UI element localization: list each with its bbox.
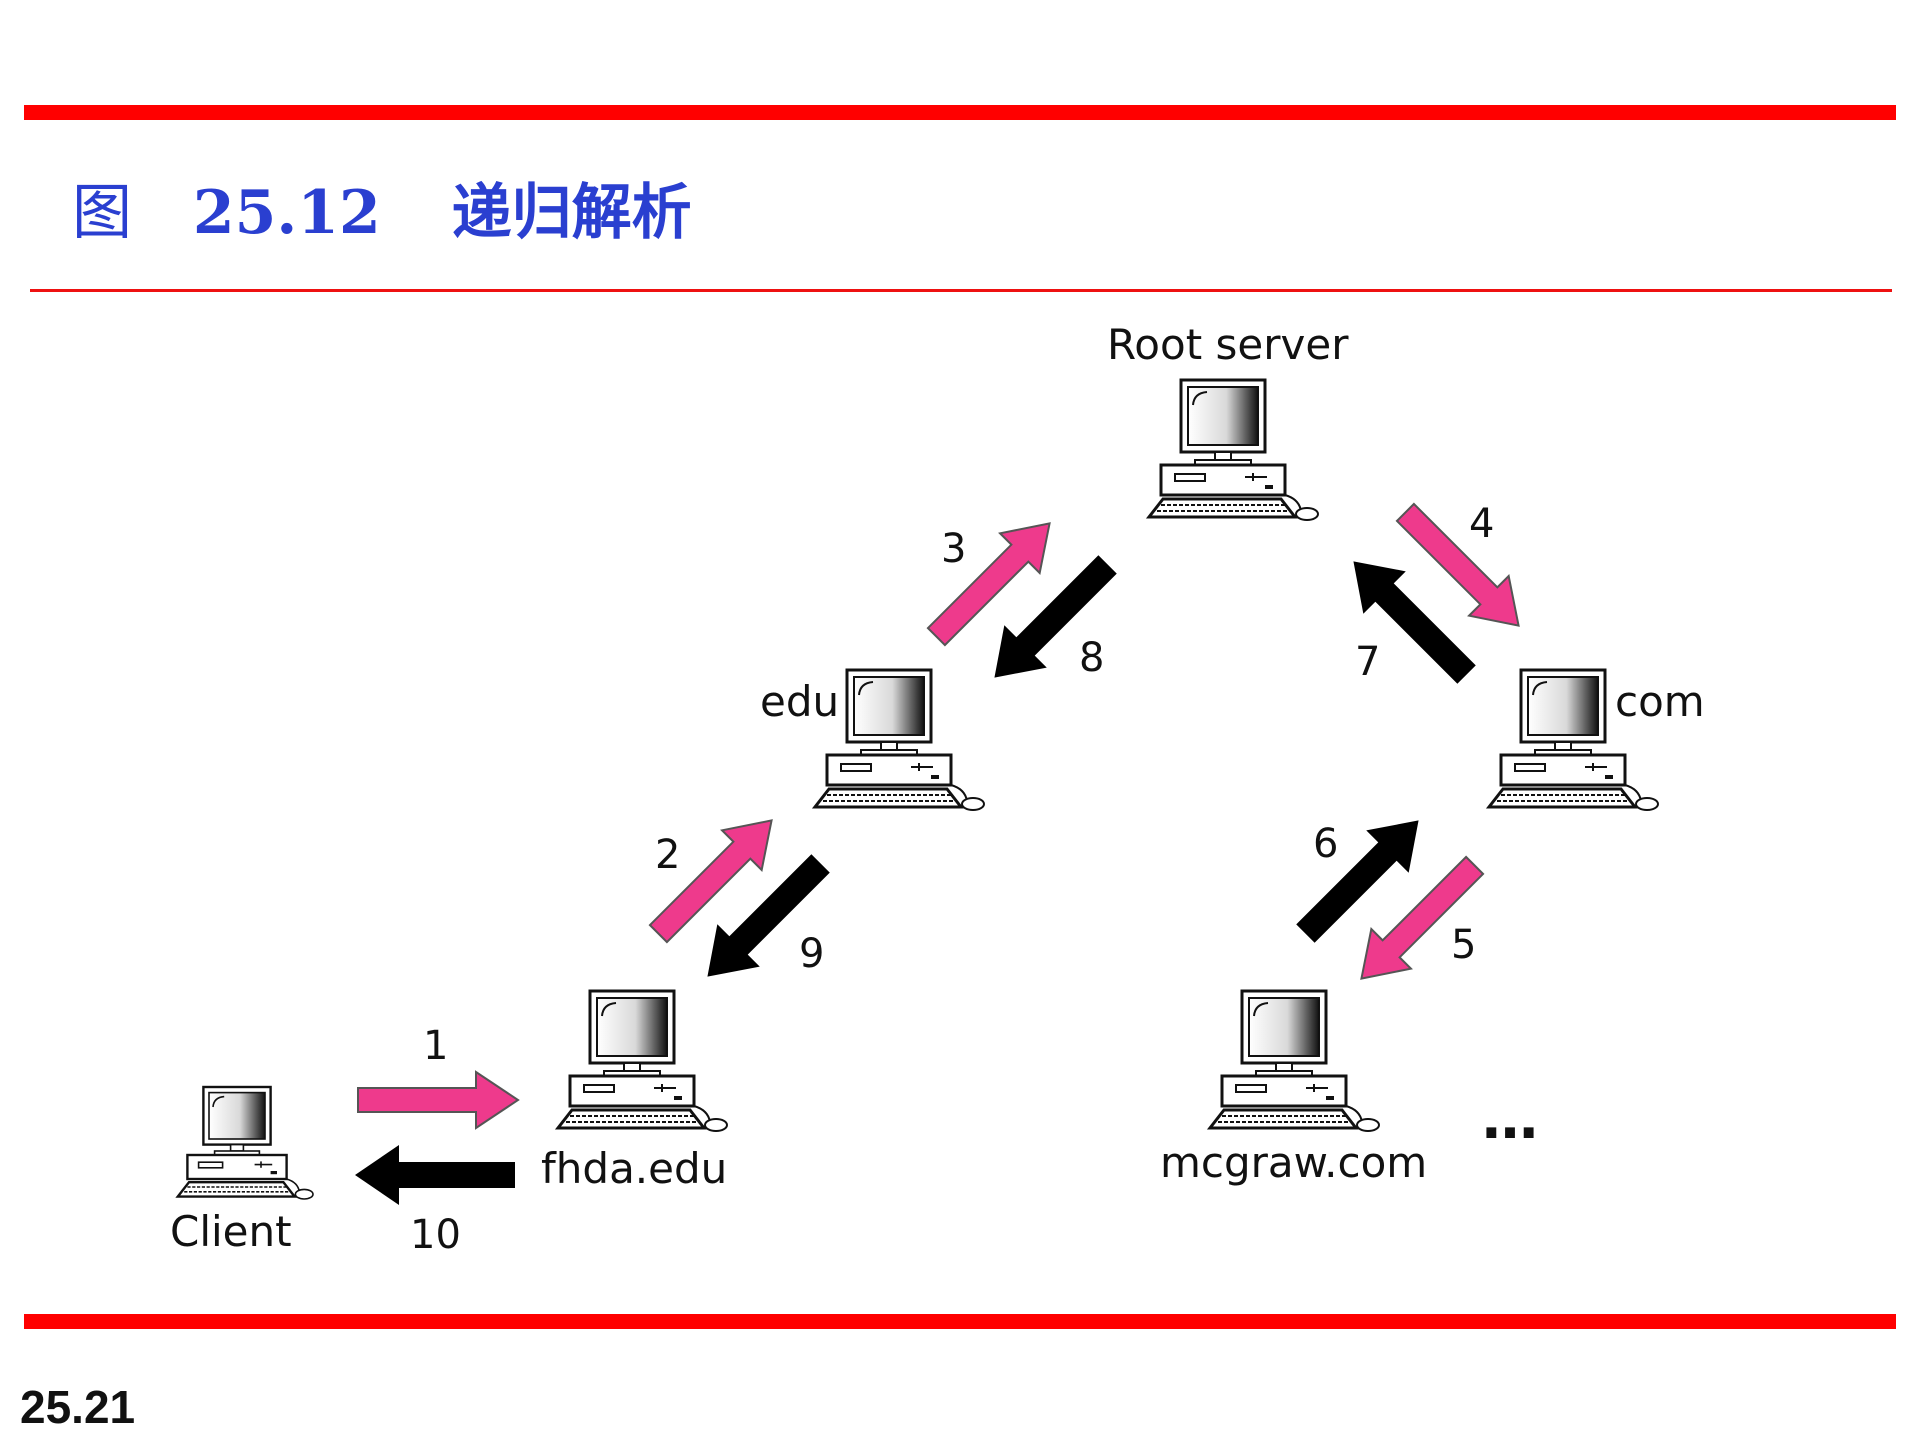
title-underline: [30, 289, 1892, 292]
bottom-rule: [24, 1314, 1896, 1329]
step-8-label: 8: [1079, 635, 1104, 681]
fhda-label: fhda.edu: [541, 1144, 727, 1193]
edu-computer-icon: [813, 668, 986, 812]
mcgraw-computer-icon: [1208, 989, 1381, 1133]
edu-label: edu: [760, 677, 839, 726]
step-4-label: 4: [1469, 501, 1494, 547]
step-10-label: 10: [410, 1212, 461, 1258]
step-6-label: 6: [1313, 821, 1338, 867]
step-5-label: 5: [1451, 922, 1476, 968]
client-label: Client: [170, 1207, 292, 1256]
step-1-label: 1: [423, 1023, 448, 1069]
ellipsis-label: …: [1482, 1087, 1538, 1152]
page-number: 25.21: [20, 1381, 136, 1433]
figure-title: 递归解析: [451, 178, 692, 248]
slide-title: 图 25.12 递归解析: [72, 168, 692, 258]
figure-label: 图: [72, 178, 132, 248]
figure-number: 25.12: [192, 178, 381, 248]
root-server-computer-icon: [1147, 378, 1320, 522]
com-label: com: [1615, 677, 1705, 726]
step-2-label: 2: [655, 832, 680, 878]
top-rule: [24, 105, 1896, 120]
arrow-step-10: [355, 1145, 515, 1205]
arrow-step-1: [357, 1071, 519, 1129]
step-7-label: 7: [1355, 639, 1380, 685]
client-computer-icon: [176, 1085, 315, 1201]
fhda-computer-icon: [556, 989, 729, 1133]
root-server-label: Root server: [1107, 320, 1349, 369]
step-3-label: 3: [941, 526, 966, 572]
mcgraw-label: mcgraw.com: [1160, 1138, 1427, 1187]
step-9-label: 9: [799, 931, 824, 977]
